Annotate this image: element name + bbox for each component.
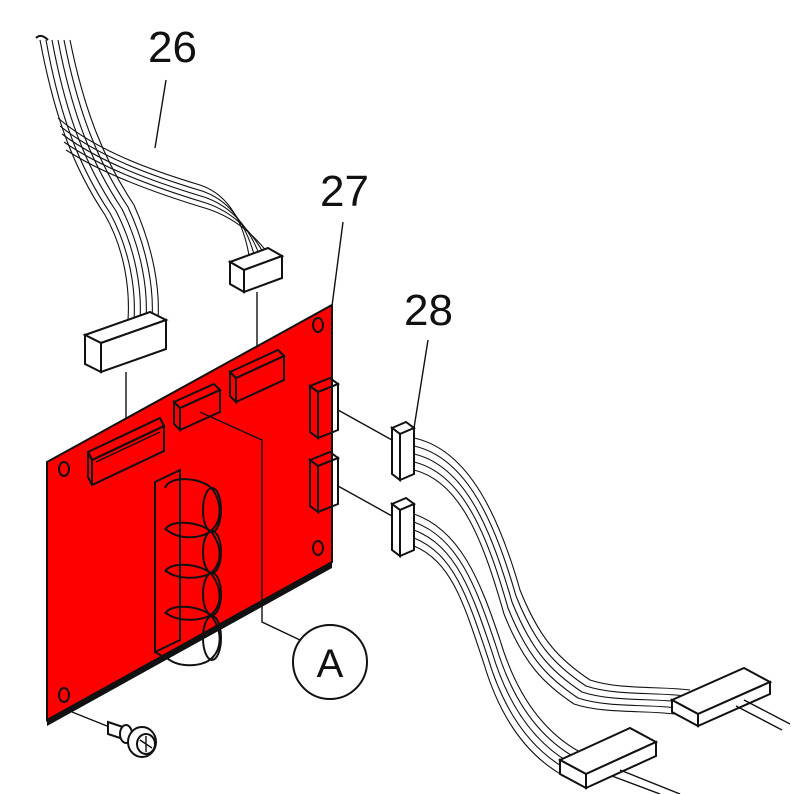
- cable-28: [337, 409, 791, 794]
- mounting-holes: [58, 317, 324, 703]
- cable-28-guide-lower: [337, 485, 393, 517]
- callout-26: 26: [148, 23, 197, 72]
- board-header-right: [228, 348, 286, 405]
- switch-button-4: [164, 605, 222, 667]
- callout-27-leader: [331, 221, 344, 307]
- board-side-connector-lower: [307, 450, 341, 514]
- cable-26-connector-left: [82, 310, 169, 374]
- cable-26-wires: [35, 34, 275, 321]
- cable-28-connector-lower: [390, 496, 416, 558]
- detail-marker-a-label: A: [317, 642, 344, 686]
- board-side-connector-upper: [307, 376, 341, 440]
- callout-26-leader: [154, 79, 167, 149]
- board-header-middle: [172, 382, 222, 433]
- cable-28-connector-upper: [390, 420, 416, 482]
- circuit-board-27: [46, 303, 341, 726]
- cable-26-connector-right: [227, 246, 285, 294]
- switch-buttons: [154, 468, 222, 667]
- screw: [71, 711, 157, 758]
- board-edge: [47, 562, 332, 726]
- cable-28-end-connector-lower: [557, 726, 681, 794]
- callout-28-leader: [413, 339, 429, 429]
- detail-a-leader: [199, 411, 301, 641]
- callout-27: 27: [320, 167, 369, 216]
- detail-marker-a: A: [292, 624, 368, 700]
- cable-26: [35, 34, 285, 430]
- cable-28-guide-upper: [337, 409, 393, 441]
- callout-28: 28: [404, 286, 453, 335]
- cable-28-wires: [413, 437, 691, 777]
- board-header-left: [86, 416, 166, 487]
- cable-28-end-connector-upper: [669, 666, 791, 731]
